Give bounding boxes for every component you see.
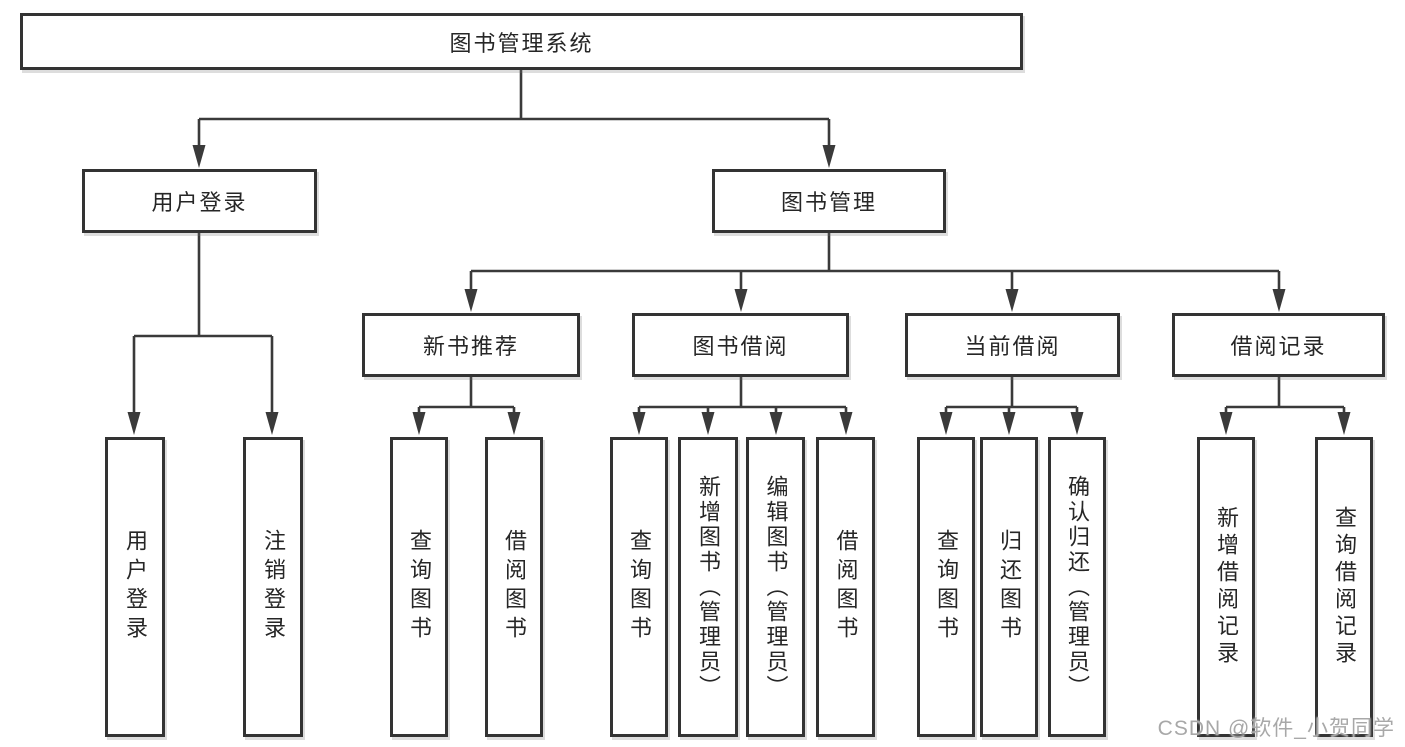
leaf-add-borrow-record: 新增借阅记录 (1197, 437, 1255, 737)
leaf-add-book-admin: 新增图书（管理员） (678, 437, 738, 737)
leaf-label: 借阅图书 (502, 529, 527, 645)
leaf-label: 确认归还（管理员） (1065, 474, 1090, 700)
leaf-query-borrow-record: 查询借阅记录 (1315, 437, 1373, 737)
csdn-watermark: CSDN @软件_小贺同学 (1157, 717, 1395, 740)
leaf-logout: 注销登录 (243, 437, 303, 737)
connector-root-to-level2 (192, 70, 836, 168)
node-borrowing-records: 借阅记录 (1172, 313, 1385, 377)
node-book-management: 图书管理 (712, 169, 946, 233)
connector-book-management-branch (464, 233, 1286, 312)
connector-book-borrowing-branch (632, 377, 853, 435)
node-book-borrowing: 图书借阅 (632, 313, 849, 377)
node-current-borrowing: 当前借阅 (905, 313, 1120, 377)
node-user-login: 用户登录 (82, 169, 317, 233)
leaf-confirm-return-admin: 确认归还（管理员） (1048, 437, 1106, 737)
connector-borrowing-records-branch (1219, 377, 1351, 435)
leaf-label: 借阅图书 (833, 529, 859, 645)
leaf-query-books-2: 查询图书 (610, 437, 668, 737)
leaf-label: 查询借阅记录 (1332, 506, 1357, 668)
leaf-label: 编辑图书（管理员） (763, 474, 789, 700)
leaf-edit-book-admin: 编辑图书（管理员） (746, 437, 805, 737)
connector-user-login-branch (127, 233, 279, 435)
leaf-borrow-books-2: 借阅图书 (816, 437, 875, 737)
connector-current-borrowing-branch (939, 377, 1084, 435)
leaf-label: 注销登录 (261, 529, 286, 645)
leaf-borrow-books-1: 借阅图书 (485, 437, 543, 737)
node-library-system: 图书管理系统 (20, 13, 1023, 70)
leaf-query-books-3: 查询图书 (917, 437, 975, 737)
leaf-label: 用户登录 (123, 529, 148, 645)
leaf-label: 查询图书 (407, 529, 432, 645)
leaf-label: 新增借阅记录 (1214, 506, 1239, 668)
leaf-label: 查询图书 (934, 529, 959, 645)
leaf-query-books-1: 查询图书 (390, 437, 448, 737)
leaf-user-login: 用户登录 (105, 437, 165, 737)
leaf-label: 新增图书（管理员） (696, 474, 721, 700)
leaf-return-books: 归还图书 (980, 437, 1038, 737)
connector-new-book-branch (412, 377, 521, 435)
node-new-book-recommend: 新书推荐 (362, 313, 580, 377)
leaf-label: 归还图书 (997, 529, 1022, 645)
leaf-label: 查询图书 (627, 529, 652, 645)
